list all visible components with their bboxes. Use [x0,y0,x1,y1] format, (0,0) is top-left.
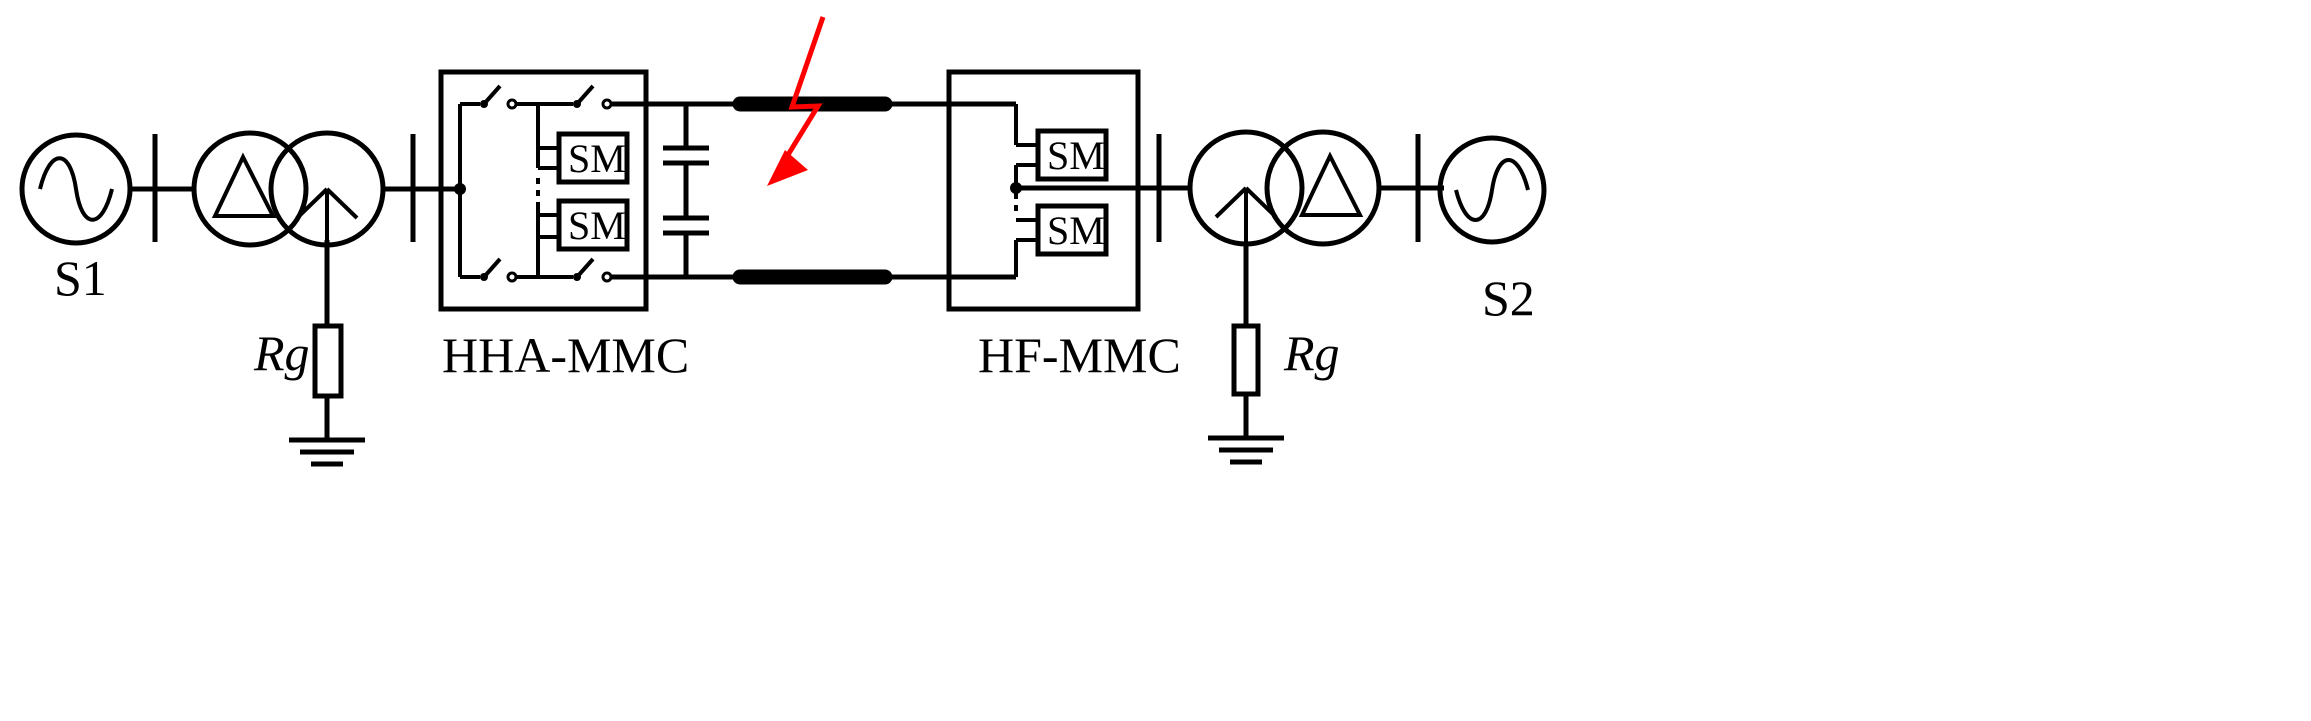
hha-mmc-label: HHA-MMC [442,327,689,383]
converter-hha-mmc: SM SM HHA-MMC [438,69,689,383]
delta-icon [1298,151,1364,217]
grounding-left: Rg [253,240,365,467]
dc-link [611,16,1016,285]
switch-icon [480,84,518,110]
switch-icon [480,257,518,283]
resistor-icon [312,323,344,399]
s2-label: S2 [1482,270,1535,326]
sine-wave [1454,158,1530,222]
ground-icon [289,437,365,467]
capacitor-icon [663,104,709,277]
converter-hf-mmc: SM SM HF-MMC [946,69,1190,383]
grounding-right: Rg [1208,244,1340,465]
submodule-top-left [556,131,630,185]
sm-label: SM [1047,133,1105,178]
s1-label: S1 [54,250,107,306]
transformer-delta-winding [1264,129,1382,247]
wye-icon [1214,186,1278,244]
submodule-bottom-left [556,198,630,252]
ground-icon [1208,435,1284,465]
rg-label-left: Rg [253,325,310,381]
ac-source-s2: S2 [1437,135,1547,326]
switch-icon [573,257,613,283]
submodule-top-right [1035,128,1109,182]
switch-icon [573,84,613,110]
sine-wave [38,156,114,222]
sm-label: SM [568,136,626,181]
sm-label: SM [568,203,626,248]
resistor-icon [1231,323,1261,397]
lightning-fault-icon [767,16,826,186]
sine-source-icon [1437,135,1547,245]
delta-icon [211,152,277,218]
ac-source-s1: S1 [19,132,133,306]
converter-box-left [438,69,649,312]
hf-mmc-label: HF-MMC [978,327,1181,383]
transformer-delta-winding [191,130,309,248]
wye-icon [295,187,359,240]
transformer-right [1187,129,1382,247]
submodule-bottom-right [1035,203,1109,257]
sm-label: SM [1047,208,1105,253]
transformer-left [191,130,386,248]
rg-label-right: Rg [1283,325,1340,381]
